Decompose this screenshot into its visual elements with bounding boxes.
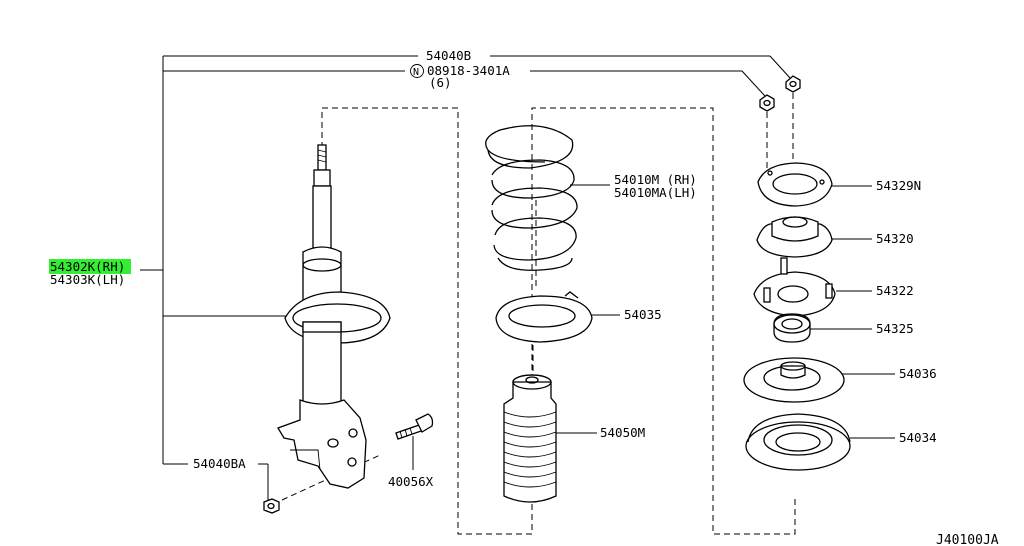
- label-54040b[interactable]: 54040B: [426, 48, 471, 63]
- label-54036[interactable]: 54036: [899, 366, 937, 381]
- label-54034[interactable]: 54034: [899, 430, 937, 445]
- spring-seat-54036-drawing: [743, 357, 845, 403]
- strut-mount-54320-drawing: [756, 216, 833, 258]
- label-54329n[interactable]: 54329N: [876, 178, 921, 193]
- rubber-seat-54034-drawing: [745, 413, 851, 471]
- label-54302k[interactable]: 54302K(RH): [50, 259, 125, 274]
- dust-boot-drawing: [503, 374, 557, 503]
- upper-nuts-drawing: [759, 75, 801, 112]
- bolt-40056x-drawing: [395, 413, 434, 440]
- label-54303k[interactable]: 54303K(LH): [50, 272, 125, 287]
- leader-lines: [140, 55, 895, 505]
- mount-plate-54329n-drawing: [757, 162, 833, 207]
- label-54320[interactable]: 54320: [876, 231, 914, 246]
- label-54050m[interactable]: 54050M: [600, 425, 645, 440]
- label-n-prefix: N: [413, 67, 419, 78]
- label-08918-qty: (6): [429, 75, 452, 90]
- part-labels: 54040B N 08918-3401A (6) 54302K(RH) 5430…: [49, 48, 999, 546]
- highlight-54302k: [49, 259, 131, 274]
- mount-54322-drawing: [753, 257, 836, 317]
- n-circle-icon: [410, 64, 424, 78]
- label-54010m[interactable]: 54010M (RH): [614, 172, 697, 187]
- label-08918-3401a[interactable]: 08918-3401A: [427, 63, 510, 78]
- label-40056x[interactable]: 40056X: [388, 474, 434, 489]
- diagram-reference-code: J40100JA: [936, 533, 999, 546]
- label-54322[interactable]: 54322: [876, 283, 914, 298]
- label-54040ba[interactable]: 54040BA: [193, 456, 246, 471]
- strut-assembly-drawing: [263, 144, 391, 514]
- coil-spring-drawing: [485, 125, 578, 271]
- label-54035[interactable]: 54035: [624, 307, 662, 322]
- label-54010ma[interactable]: 54010MA(LH): [614, 185, 697, 200]
- label-54325[interactable]: 54325: [876, 321, 914, 336]
- bearing-54325-drawing: [773, 313, 811, 343]
- spring-seat-drawing: [495, 291, 593, 343]
